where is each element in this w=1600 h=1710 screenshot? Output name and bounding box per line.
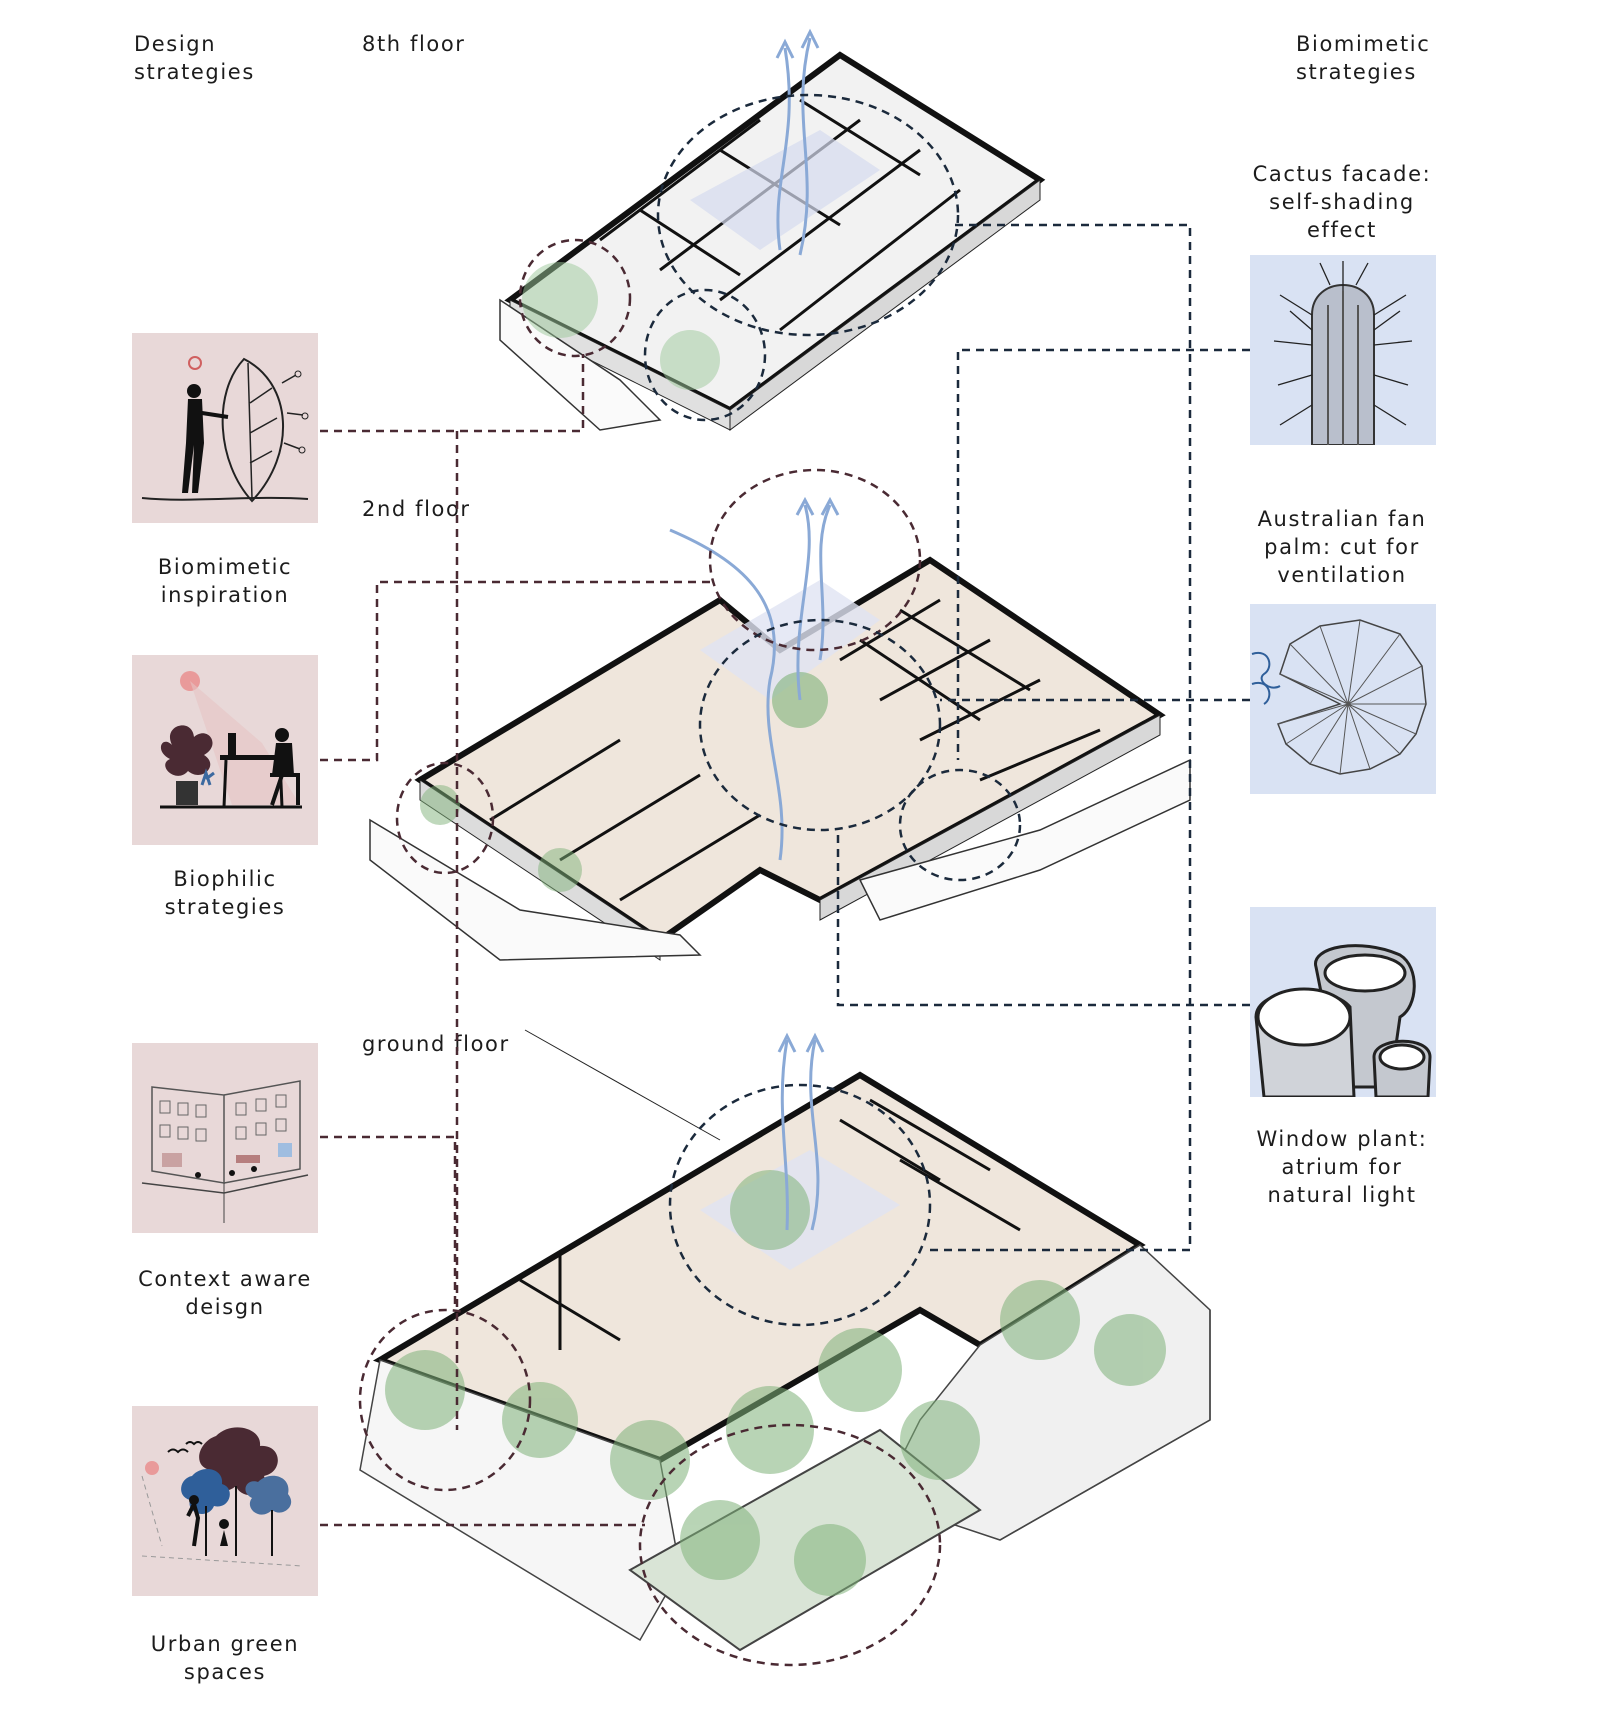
designer-leaf-icon (141, 356, 309, 503)
design-caption-urban-green: Urban green spaces (150, 1632, 300, 1684)
urban-block-icon (141, 1080, 309, 1223)
desk-worker-plant-icon (160, 671, 302, 809)
design-card-urban-green (132, 1406, 318, 1596)
design-card-biomimetic-inspiration (132, 333, 318, 523)
bio-card-fan-palm (1250, 604, 1436, 794)
floor-label-ground: ground floor (362, 1032, 510, 1056)
design-card-context-aware (132, 1043, 318, 1233)
design-strategies-title: Design strategies (134, 32, 255, 84)
floor-2nd-axonometric (369, 468, 1191, 961)
floor-8th-axonometric (499, 28, 1046, 431)
bio-card-window-plant (1250, 907, 1436, 1099)
floor-label-2nd: 2nd floor (362, 497, 471, 521)
floor-label-8th: 8th floor (362, 32, 466, 56)
design-caption-context-aware: Context aware deisgn (138, 1267, 312, 1319)
window-plant-icon (1254, 944, 1432, 1099)
fan-palm-icon (1251, 619, 1427, 775)
biomimetic-connectors (836, 223, 1250, 1252)
design-caption-biophilic-strategies: Biophilic strategies (164, 867, 286, 919)
design-connectors (320, 354, 712, 1527)
bio-caption-cactus: Cactus facade: self-shading effect (1252, 162, 1432, 242)
floor-ground-axonometric (358, 1029, 1211, 1667)
design-caption-biomimetic-inspiration: Biomimetic inspiration (157, 555, 293, 607)
bio-caption-window-plant: Window plant: atrium for natural light (1256, 1127, 1428, 1207)
bio-card-cactus (1250, 255, 1436, 446)
trees-people-icon (141, 1427, 303, 1567)
biomimetic-strategies-title: Biomimetic strategies (1296, 32, 1431, 84)
cactus-icon (1273, 261, 1413, 446)
design-card-biophilic-strategies (132, 655, 318, 845)
bio-caption-fan-palm: Australian fan palm: cut for ventilation (1257, 507, 1427, 587)
